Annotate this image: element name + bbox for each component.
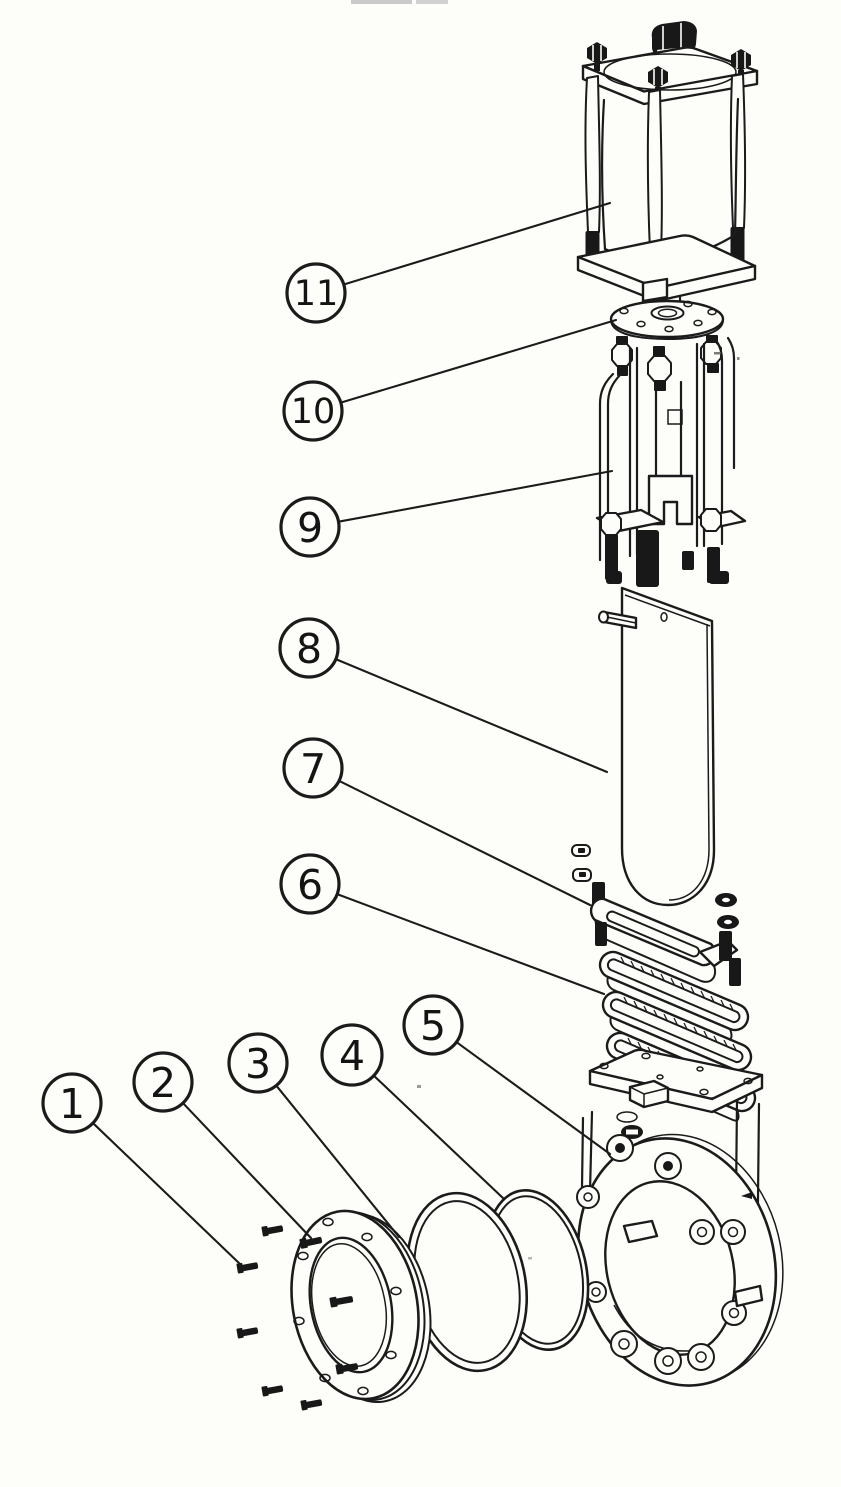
callout-number: 10 <box>291 392 336 432</box>
callout-balloon <box>278 617 340 679</box>
callout-10: 10 <box>282 318 618 442</box>
part-valve-body <box>576 1048 784 1387</box>
part-gate-blade <box>598 586 716 907</box>
callout-leader-line <box>337 469 614 523</box>
callout-4: 4 <box>320 1023 506 1201</box>
callout-leader-line <box>181 1101 313 1240</box>
callout-leader-line <box>337 779 592 907</box>
callout-leader-line <box>372 1074 506 1201</box>
flange-bolt-holes <box>619 300 717 333</box>
flange-ring-bolt-holes <box>293 1217 402 1396</box>
callout-balloon <box>132 1051 194 1113</box>
callout-leader-line <box>455 1041 612 1156</box>
callout-balloon <box>402 994 464 1056</box>
callout-balloon <box>279 496 341 558</box>
callout-number: 5 <box>420 1002 446 1050</box>
scan-artifacts <box>351 0 740 1260</box>
callout-8: 8 <box>278 617 609 774</box>
callout-number: 8 <box>296 625 322 673</box>
callout-number: 6 <box>297 861 323 909</box>
body-plate-holes <box>599 1052 753 1096</box>
callout-leader-line <box>334 658 609 774</box>
callout-leader-line <box>336 893 606 996</box>
callout-leader-line <box>275 1084 401 1239</box>
callout-number: 4 <box>339 1032 365 1080</box>
callout-5: 5 <box>402 994 612 1156</box>
callout-7: 7 <box>282 737 592 907</box>
callout-number: 9 <box>297 504 323 552</box>
callout-number: 2 <box>150 1059 176 1107</box>
part-stem-flange <box>609 299 725 340</box>
body-lugs <box>576 1134 747 1375</box>
part-pneumatic-cylinder <box>576 21 759 317</box>
yoke-studs <box>611 335 722 391</box>
callout-6: 6 <box>279 853 606 996</box>
scan-mark <box>528 1257 532 1260</box>
callout-balloon <box>282 380 344 442</box>
scan-mark <box>417 1085 421 1088</box>
scan-mark <box>351 0 412 4</box>
callout-leader-line <box>339 318 618 404</box>
callout-balloon <box>285 262 347 324</box>
callout-9: 9 <box>279 469 614 558</box>
callout-number: 11 <box>294 274 339 314</box>
part-yoke <box>595 335 747 587</box>
part-bolts <box>236 1225 323 1411</box>
callout-number: 1 <box>59 1080 85 1128</box>
callout-balloon <box>282 737 344 799</box>
scan-mark <box>416 0 448 4</box>
callout-balloon <box>279 853 341 915</box>
flange-face-bolts <box>299 1236 359 1375</box>
callout-1: 1 <box>41 1072 242 1266</box>
part-flange-ring <box>290 1209 432 1404</box>
callout-balloon <box>41 1072 103 1134</box>
callout-number: 3 <box>245 1040 271 1088</box>
callout-balloon <box>320 1023 384 1087</box>
callout-3: 3 <box>227 1032 401 1239</box>
callout-balloon <box>227 1032 289 1094</box>
part-gland-follower <box>571 844 741 986</box>
callout-leader-line <box>91 1122 242 1266</box>
callout-11: 11 <box>285 201 612 324</box>
scan-mark <box>737 357 740 360</box>
scan-mark <box>714 352 721 355</box>
callouts-layer: 11 10 9 8 7 6 5 4 3 2 1 <box>41 201 618 1266</box>
callout-2: 2 <box>132 1051 313 1240</box>
callout-leader-line <box>342 201 612 286</box>
callout-number: 7 <box>300 745 326 793</box>
parts-layer <box>236 21 784 1411</box>
